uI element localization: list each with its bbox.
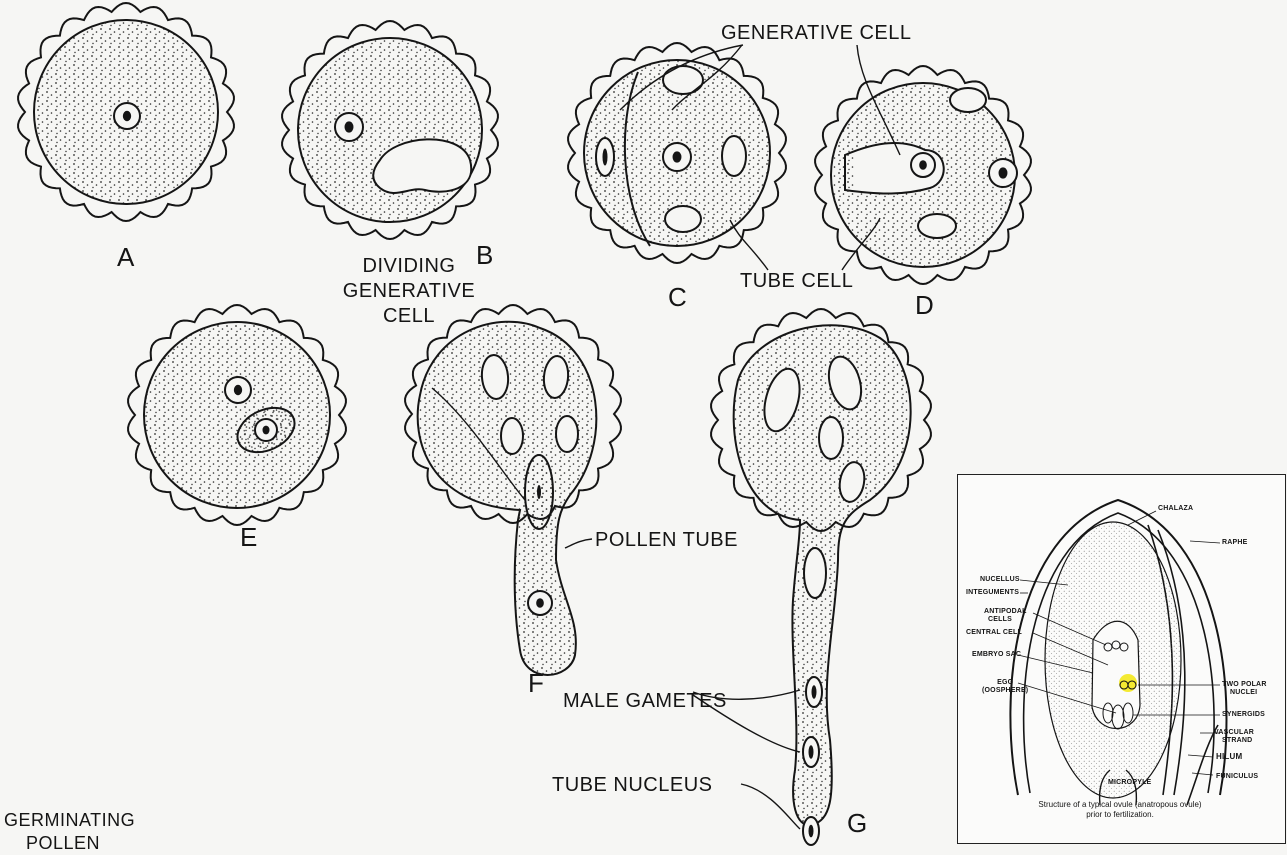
panel-letter-f: F [528, 668, 544, 699]
pollen-grain-g [711, 309, 931, 845]
inset-label-synergids: SYNERGIDS [1222, 711, 1265, 719]
vacuole [804, 548, 826, 598]
inset-label-chalaza: CHALAZA [1158, 505, 1193, 513]
inset-label-vascular-strand: VASCULAR STRAND [1214, 729, 1254, 745]
inset-label-funiculus: FUNICULUS [1216, 773, 1258, 781]
chromatin [812, 685, 817, 699]
nucleolus [345, 121, 354, 132]
vacuole [663, 66, 703, 94]
inset-label-antipodal-line2: CELLS [984, 616, 1027, 624]
pollen-grain-c [568, 43, 786, 263]
pollen-grain-e [128, 305, 346, 525]
generative-cytoplasm [843, 152, 855, 192]
inset-label-vascular-line1: VASCULAR [1214, 729, 1254, 737]
pollen-grain-d [815, 66, 1031, 284]
nucleolus [536, 598, 544, 608]
inset-label-hilum: HILUM [1216, 753, 1242, 761]
inset-label-antipodal-line1: ANTIPODAL [984, 608, 1027, 616]
label-generative-cell: GENERATIVE CELL [721, 22, 912, 45]
chromatin [809, 825, 814, 838]
inset-label-nucellus: NUCELLUS [980, 576, 1020, 584]
label-male-gametes: MALE GAMETES [563, 690, 727, 713]
label-dividing-line1: DIVIDING [334, 254, 484, 279]
chromatin [603, 148, 608, 165]
inset-label-two-polar-line2: NUCLEI [1222, 689, 1267, 697]
inset-caption-line2: prior to fertilization. [970, 810, 1270, 820]
pollen-grain-b [282, 21, 498, 239]
nucleolus [123, 111, 131, 121]
label-tube-cell: TUBE CELL [740, 270, 853, 293]
inset-label-egg-line1: EGG [982, 679, 1028, 687]
ovule-inset-panel: CHALAZA RAPHE NUCELLUS INTEGUMENTS ANTIP… [957, 474, 1286, 844]
inset-label-vascular-line2: STRAND [1214, 737, 1254, 745]
pollen-grain-f [405, 305, 621, 675]
panel-letter-e: E [240, 522, 257, 553]
inset-label-egg: EGG (OOSPHERE) [982, 679, 1028, 695]
label-tube-nucleus: TUBE NUCLEUS [552, 774, 712, 797]
vacuole [722, 136, 746, 176]
label-pointer-line [741, 784, 800, 829]
panel-letter-a: A [117, 242, 134, 273]
chromatin [537, 485, 541, 499]
pollen-grain-a [18, 3, 234, 221]
inset-label-two-polar-line1: TWO POLAR [1222, 681, 1267, 689]
nucleolus [919, 160, 927, 170]
label-germinating-line1: GERMINATING [4, 809, 135, 832]
ovule-diagram [958, 475, 1285, 843]
panel-letter-d: D [915, 290, 934, 321]
label-germinating-line2: POLLEN [4, 832, 135, 855]
label-dividing-line3: CELL [334, 304, 484, 329]
inset-label-central-cell: CENTRAL CELL [966, 629, 1022, 637]
label-pollen-tube: POLLEN TUBE [595, 529, 738, 552]
inset-label-two-polar-nuclei: TWO POLAR NUCLEI [1222, 681, 1267, 697]
nucleolus [262, 426, 269, 435]
vacuole [556, 416, 578, 452]
panel-letter-g: G [847, 808, 867, 839]
inset-label-egg-line2: (OOSPHERE) [982, 687, 1028, 695]
vacuole [665, 206, 701, 232]
inset-caption: Structure of a typical ovule (anatropous… [970, 800, 1270, 820]
vacuole [950, 88, 986, 112]
intine-wall [298, 38, 482, 222]
label-dividing-generative-cell: DIVIDING GENERATIVE CELL [334, 254, 484, 329]
panel-letter-c: C [668, 282, 687, 313]
vacuole [819, 417, 843, 459]
intine-wall [144, 322, 330, 508]
chromatin [809, 745, 814, 759]
nucleolus [999, 167, 1008, 178]
inset-label-integuments: INTEGUMENTS [966, 589, 1019, 597]
label-dividing-line2: GENERATIVE [334, 279, 484, 304]
nucleolus [673, 151, 682, 162]
nucleolus [234, 385, 242, 395]
inset-label-micropyle: MICROPYLE [1108, 779, 1151, 787]
vacuole [918, 214, 956, 238]
inset-label-antipodal: ANTIPODAL CELLS [984, 608, 1027, 624]
inset-label-raphe: RAPHE [1222, 539, 1248, 547]
label-pointer-line [565, 539, 592, 548]
label-germinating-pollen: GERMINATING POLLEN [4, 809, 135, 855]
inset-caption-line1: Structure of a typical ovule (anatropous… [970, 800, 1270, 810]
inset-label-embryo-sac: EMBRYO SAC [972, 651, 1021, 659]
vacuole [501, 418, 523, 454]
